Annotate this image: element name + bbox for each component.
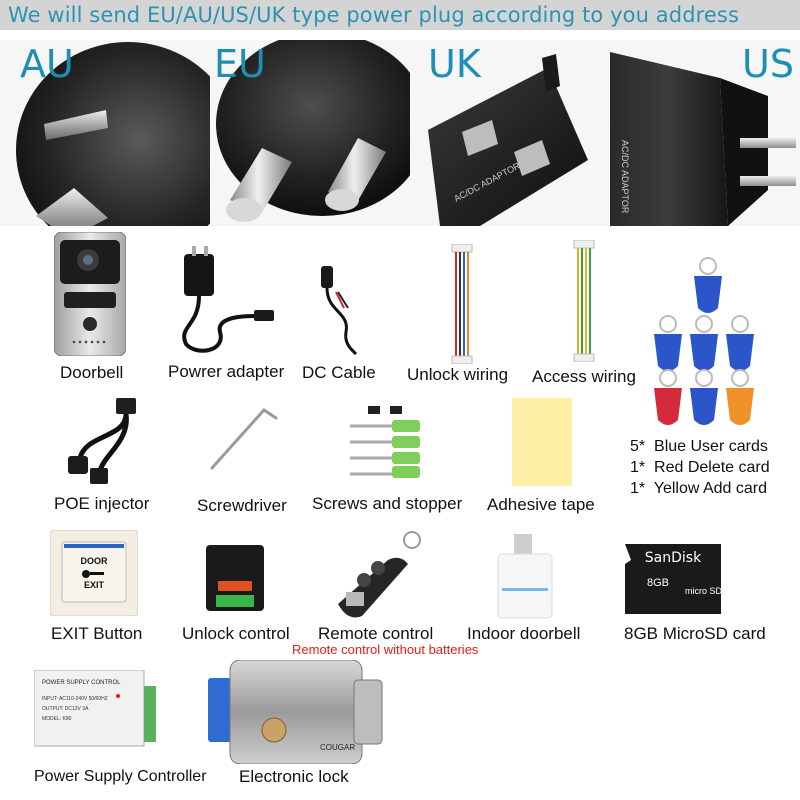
indoor-doorbell-caption: Indoor doorbell <box>467 624 581 643</box>
key-fob-blue <box>726 315 754 371</box>
us-plug-text: AC/DC ADAPTOR <box>620 140 630 214</box>
adhesive-tape-caption: Adhesive tape <box>487 495 595 514</box>
card-line-blue: 5* Blue User cards <box>630 438 768 456</box>
card-label: Yellow Add card <box>653 480 767 497</box>
sd-brand-text: SanDisk <box>645 550 702 566</box>
access-wiring-image <box>572 240 596 362</box>
unlock-control-caption: Unlock control <box>182 624 290 643</box>
unlock-control-image <box>206 545 264 611</box>
unlock-wiring-image <box>450 244 474 364</box>
doorbell-caption: Doorbell <box>60 363 124 382</box>
electronic-lock-image: COUGAR <box>208 660 384 764</box>
key-icon <box>82 570 104 578</box>
exit-button-exit-text: EXIT <box>84 580 105 590</box>
remote-control-image <box>328 530 424 622</box>
exit-button-caption: EXIT Button <box>51 624 143 643</box>
key-fob-blue <box>690 315 718 371</box>
power-supply-caption: Power Supply Controller <box>34 768 207 785</box>
psu-line3: MODEL: K80 <box>42 716 72 722</box>
au-plug-photo <box>0 40 212 226</box>
unlock-wiring-caption: Unlock wiring <box>407 365 509 384</box>
eu-plug-photo <box>210 40 410 226</box>
sd-card-caption: 8GB MicroSD card <box>624 624 766 643</box>
sd-card-image: SanDisk 8GB micro SD HC <box>625 544 721 614</box>
card-label: Blue User cards <box>654 438 768 455</box>
adhesive-tape-image <box>512 398 572 486</box>
exit-button-door-text: DOOR <box>81 556 109 566</box>
card-line-yellow: 1* Yellow Add card <box>630 480 767 498</box>
psu-line1: INPUT: AC110-240V 50/60HZ <box>42 696 108 702</box>
card-qty: 5* <box>630 438 646 455</box>
screwdriver-image <box>206 402 278 474</box>
rfid-cards-image <box>650 254 780 434</box>
psu-title: POWER SUPPLY CONTROL <box>42 680 121 686</box>
card-qty: 1* <box>630 459 646 476</box>
sd-size-text: 8GB <box>647 577 669 589</box>
top-banner: We will send EU/AU/US/UK type power plug… <box>0 0 800 30</box>
power-supply-image: POWER SUPPLY CONTROL INPUT: AC110-240V 5… <box>34 670 158 750</box>
key-fob-yellow <box>726 369 754 425</box>
au-label: AU <box>20 42 74 86</box>
access-wiring-caption: Access wiring <box>532 367 636 386</box>
card-qty: 1* <box>630 480 646 497</box>
key-fob-blue <box>654 315 682 371</box>
poe-injector-caption: POE injector <box>54 494 150 513</box>
eu-label: EU <box>214 42 266 86</box>
sd-logo-text: micro SD HC <box>685 586 721 596</box>
banner-text: We will send EU/AU/US/UK type power plug… <box>8 3 739 27</box>
electronic-lock-caption: Electronic lock <box>239 767 349 786</box>
poe-injector-image <box>66 398 150 490</box>
power-adapter-image <box>176 246 280 356</box>
doorbell-image <box>54 232 126 356</box>
dc-cable-caption: DC Cable <box>302 363 376 382</box>
dc-cable-image <box>316 262 366 356</box>
indoor-doorbell-image <box>496 534 554 620</box>
key-fob-blue <box>690 369 718 425</box>
card-line-red: 1* Red Delete card <box>630 459 770 477</box>
uk-plug-photo: AC/DC ADAPTOR <box>410 40 600 226</box>
screws-image <box>348 406 432 478</box>
screwdriver-caption: Screwdriver <box>197 496 287 515</box>
card-label: Red Delete card <box>654 459 770 476</box>
key-fob-blue <box>694 257 722 313</box>
lock-brand-text: COUGAR <box>320 743 355 752</box>
remote-control-caption: Remote control <box>318 624 434 643</box>
screws-caption: Screws and stopper <box>312 494 463 513</box>
exit-button-image: DOOR EXIT <box>50 530 138 616</box>
power-adapter-caption: Powrer adapter <box>168 362 285 381</box>
us-label: US <box>742 42 794 86</box>
psu-line2: OUTPUT: DC12V 3A <box>42 706 89 712</box>
key-fob-red <box>654 369 682 425</box>
remote-control-note: Remote control without batteries <box>292 642 479 657</box>
us-plug-photo: AC/DC ADAPTOR <box>600 40 800 226</box>
uk-label: UK <box>428 42 481 86</box>
